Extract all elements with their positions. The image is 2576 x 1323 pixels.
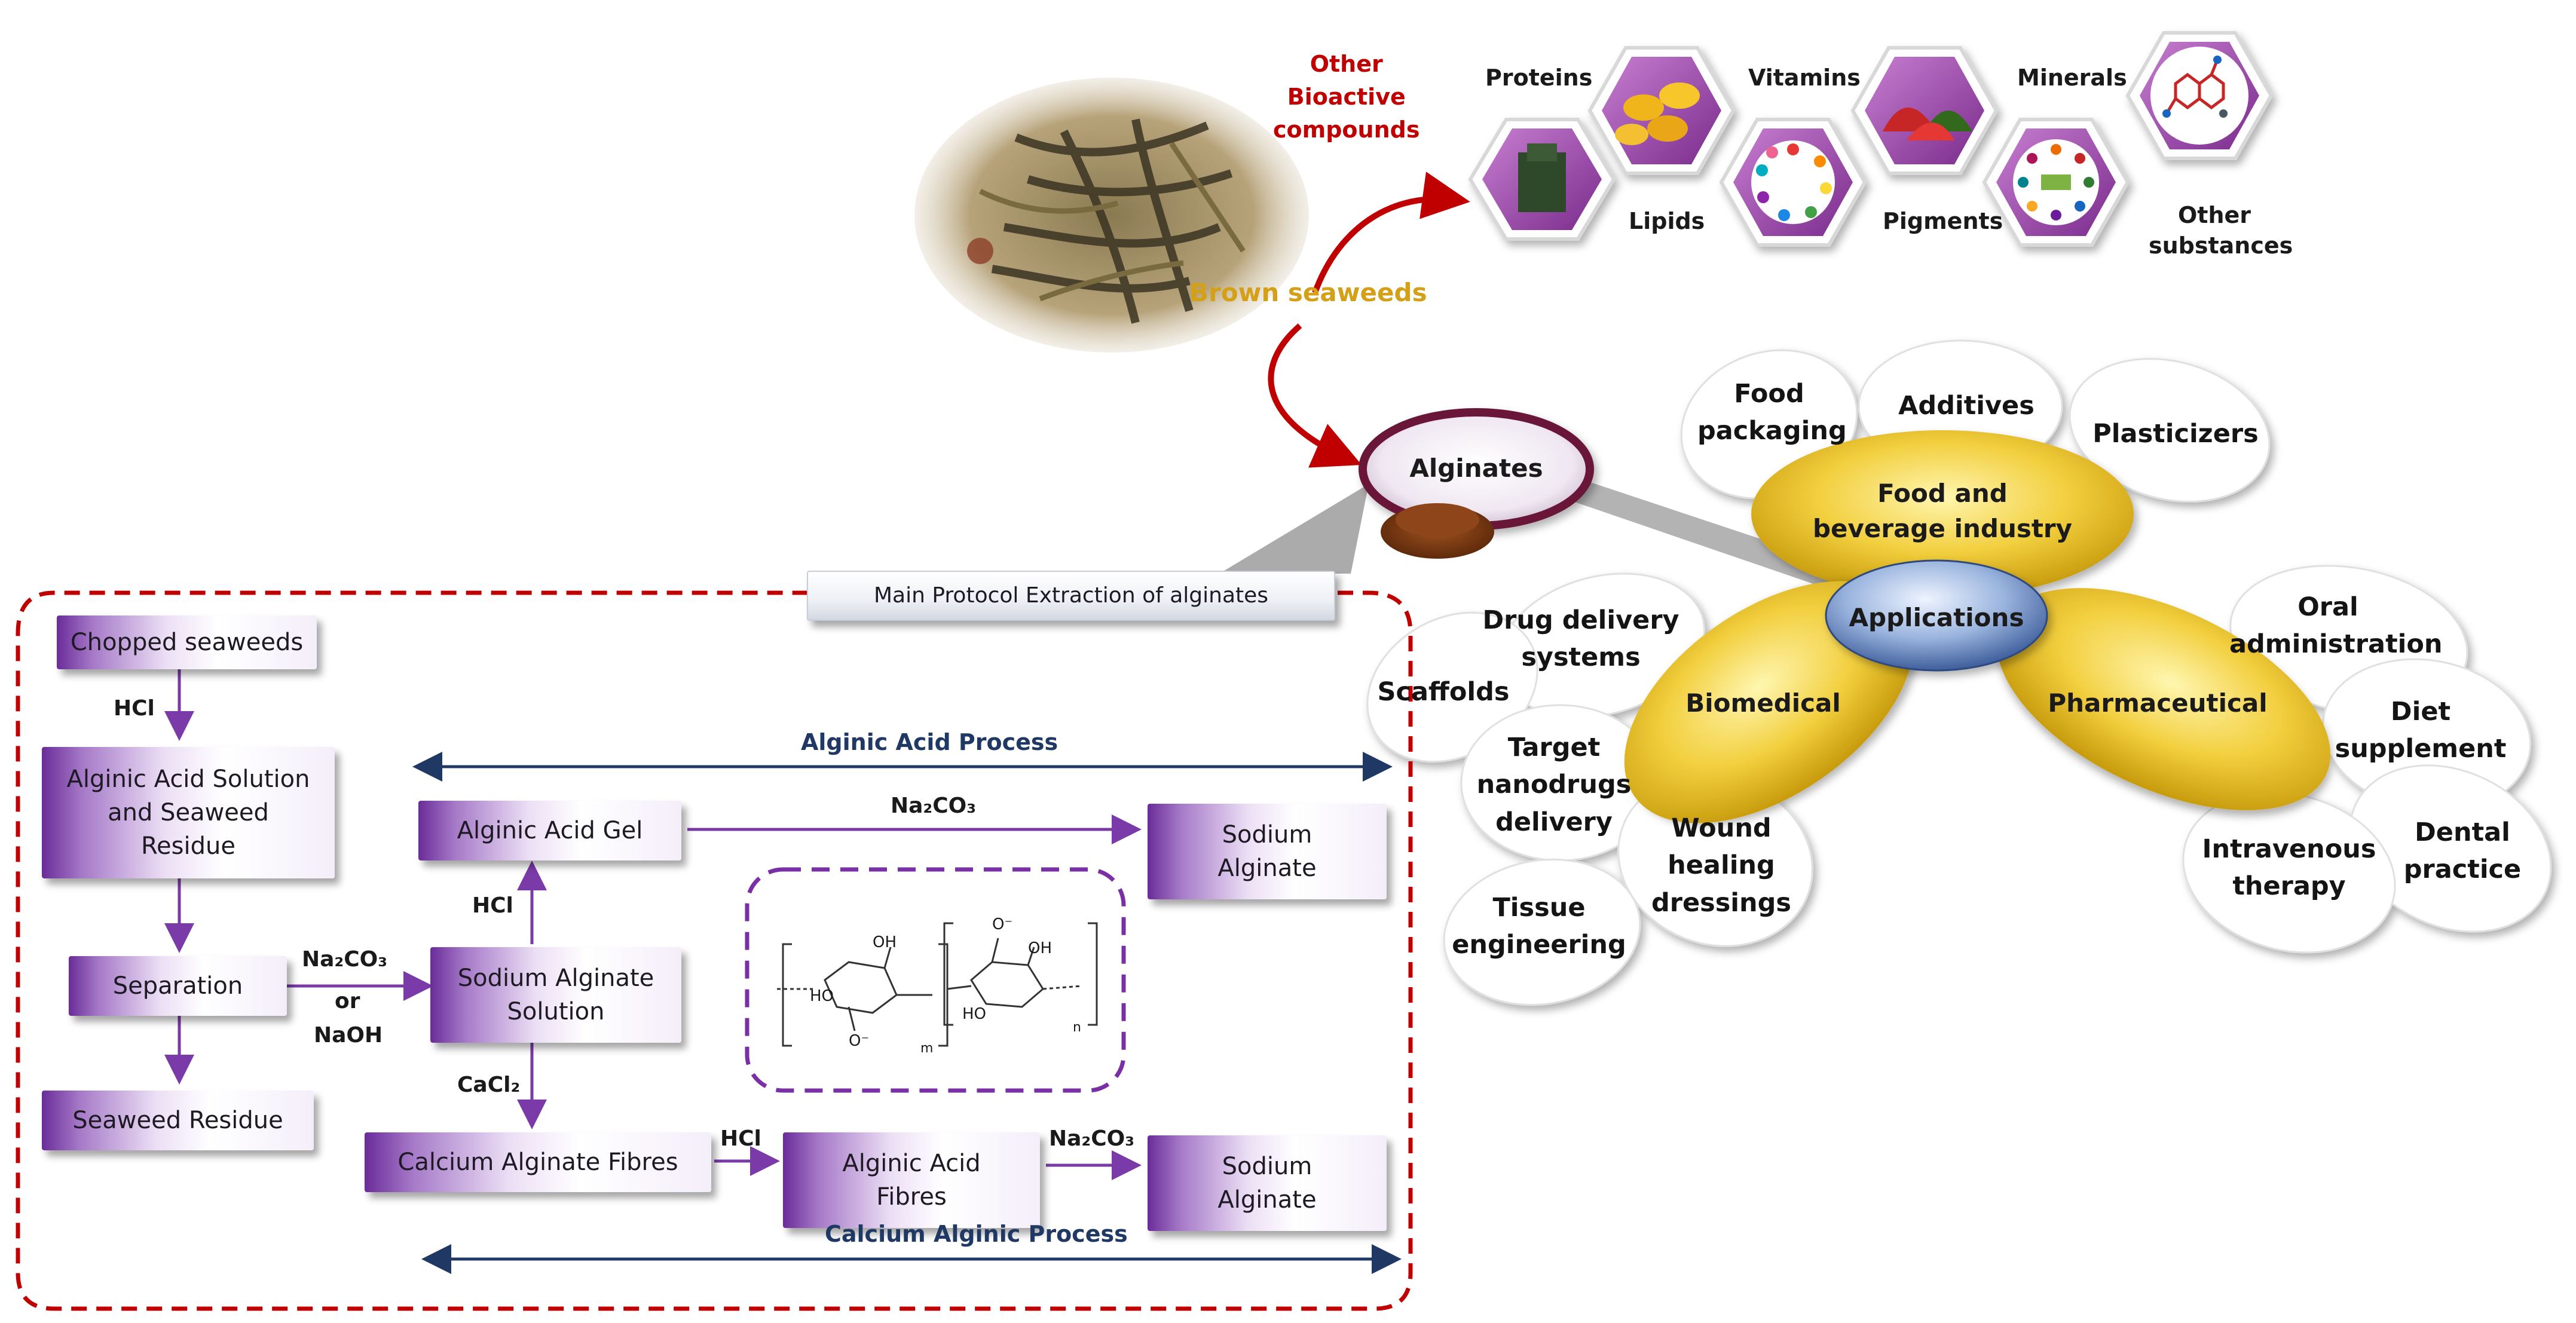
- vitamins-label: Vitamins: [1748, 65, 1861, 91]
- separation-box: Separation: [69, 956, 287, 1016]
- naoh-reagent: NaOH: [314, 1023, 383, 1048]
- alginic-acid-gel-box: Alginic Acid Gel: [418, 801, 681, 860]
- hexagon-pigments: [1850, 46, 1999, 175]
- hcl-reagent-3: HCl: [720, 1126, 761, 1151]
- alginate-structure-frame: [745, 867, 1126, 1093]
- sodium-alginate-box-top: Sodium Alginate: [1148, 804, 1387, 899]
- hexagon-lipids: [1587, 46, 1736, 175]
- other-bioactive-line-1: Other: [1310, 51, 1383, 77]
- na2co3-reagent-separation: Na₂CO₃: [302, 947, 387, 972]
- structure-ho-1: HO: [810, 987, 834, 1005]
- oral-administration-label: Oral administration: [2229, 592, 2443, 660]
- structure-o-minus-2: O⁻: [992, 915, 1013, 933]
- structure-oh-2: OH: [1028, 939, 1053, 957]
- hcl-reagent-1: HCl: [114, 696, 155, 721]
- hexagon-vitamins: [1719, 118, 1867, 247]
- applications-hub: [1825, 559, 2048, 672]
- structure-o-minus-1: O⁻: [849, 1032, 870, 1050]
- chopped-seaweeds-box: Chopped seaweeds: [57, 615, 317, 669]
- sodium-alginate-box-bottom: Sodium Alginate: [1148, 1135, 1387, 1231]
- calcium-alginate-fibres-box: Calcium Alginate Fibres: [365, 1132, 711, 1192]
- applications-label: Applications: [1849, 603, 2024, 632]
- pigments-label: Pigments: [1883, 208, 2003, 234]
- other-substances-label: Other substances: [2149, 202, 2293, 259]
- other-bioactive-label: Other Bioactive compounds: [1273, 48, 1419, 146]
- lipids-label: Lipids: [1629, 208, 1705, 234]
- hexagon-minerals: [1982, 118, 2130, 247]
- intravenous-therapy-label: Intravenous therapy: [2202, 834, 2376, 902]
- biomedical-label: Biomedical: [1685, 688, 1841, 718]
- alginic-acid-fibres-box: Alginic Acid Fibres: [783, 1132, 1040, 1228]
- minerals-label: Minerals: [2017, 65, 2127, 91]
- funnel-to-protocol: [1219, 484, 1369, 574]
- funnel-to-applications: [1566, 478, 1871, 604]
- pharmaceutical-petal: [1996, 588, 2331, 810]
- na2co3-reagent-top: Na₂CO₃: [891, 794, 976, 818]
- calcium-alginic-process-label: Calcium Alginic Process: [825, 1221, 1128, 1247]
- structure-n: n: [1073, 1020, 1081, 1035]
- food-industry-label: Food and beverage industry: [1812, 479, 2073, 543]
- tissue-engineering-label: Tissue engineering: [1452, 893, 1626, 960]
- wound-healing-label: Wound healing dressings: [1651, 813, 1792, 918]
- structure-m: m: [920, 1041, 934, 1056]
- target-nanodrugs-label: Target nanodrugs delivery: [1476, 733, 1632, 837]
- arrow-to-alginates: [1268, 323, 1362, 468]
- alginates-node: [1359, 408, 1594, 559]
- pharmaceutical-label: Pharmaceutical: [2048, 688, 2268, 718]
- alginic-acid-solution-box: Alginic Acid Solution and Seaweed Residu…: [42, 747, 335, 878]
- food-packaging-label: Food packaging: [1697, 379, 1847, 446]
- structure-ho-2: HO: [962, 1005, 987, 1023]
- brown-seaweed-image: [914, 78, 1309, 353]
- cacl2-reagent: CaCl₂: [457, 1073, 521, 1097]
- structure-oh-1: OH: [873, 933, 897, 951]
- hexagon-other-substances: [2125, 31, 2274, 160]
- hcl-reagent-2: HCl: [472, 893, 513, 918]
- brown-seaweeds-label: Brown seaweeds: [1189, 278, 1427, 307]
- alginates-label: Alginates: [1409, 454, 1543, 483]
- hexagon-proteins: [1468, 118, 1616, 241]
- alginate-structure-drawing: [777, 922, 1098, 1047]
- drug-delivery-label: Drug delivery systems: [1482, 605, 1679, 673]
- protocol-title: Main Protocol Extraction of alginates: [807, 571, 1335, 621]
- scaffolds-label: Scaffolds: [1377, 677, 1510, 707]
- sodium-alginate-solution-box: Sodium Alginate Solution: [430, 947, 681, 1043]
- food-petal: [1751, 430, 2134, 598]
- additives-label: Additives: [1898, 391, 2035, 421]
- other-bioactive-line-2: Bioactive: [1287, 84, 1406, 111]
- alginic-acid-process-label: Alginic Acid Process: [801, 729, 1058, 755]
- plasticizers-label: Plasticizers: [2092, 419, 2259, 449]
- dental-practice-label: Dental practice: [2403, 817, 2522, 885]
- proteins-label: Proteins: [1485, 65, 1593, 91]
- arrow-to-compounds: [1312, 172, 1470, 294]
- or-label: or: [335, 989, 360, 1013]
- other-bioactive-line-3: compounds: [1273, 117, 1420, 143]
- na2co3-reagent-bottom: Na₂CO₃: [1049, 1126, 1134, 1151]
- seaweed-residue-box: Seaweed Residue: [42, 1091, 314, 1150]
- diet-supplement-label: Diet supplement: [2335, 697, 2507, 764]
